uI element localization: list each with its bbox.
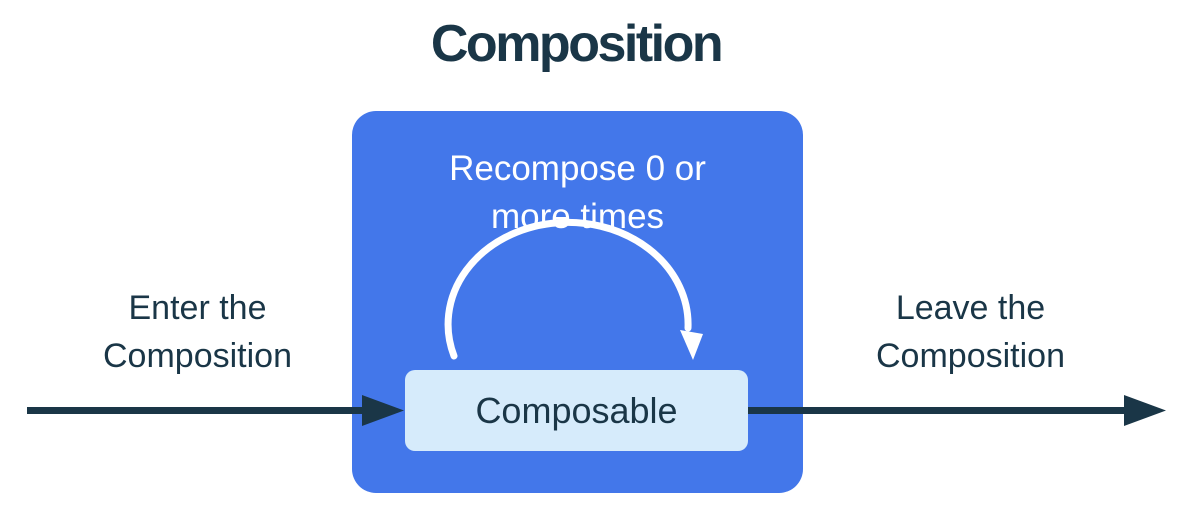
recompose-label-line1: Recompose 0 or — [449, 149, 706, 188]
leave-label-line1: Leave the — [895, 289, 1046, 327]
enter-label-line2: Composition — [103, 337, 292, 375]
leave-label-line2: Composition — [876, 337, 1065, 375]
recompose-label: Recompose 0 or more times — [352, 145, 803, 241]
composable-node: Composable — [405, 370, 748, 451]
enter-label-line1: Enter the — [128, 289, 267, 327]
composable-label: Composable — [475, 389, 678, 431]
enter-composition-label: Enter the Composition — [40, 284, 355, 380]
leave-flow-arrow-icon — [748, 395, 1166, 426]
diagram-title: Composition — [430, 15, 724, 73]
leave-composition-label: Leave the Composition — [813, 284, 1128, 380]
recompose-label-line2: more times — [490, 197, 665, 236]
enter-flow-arrow-icon — [27, 395, 404, 426]
